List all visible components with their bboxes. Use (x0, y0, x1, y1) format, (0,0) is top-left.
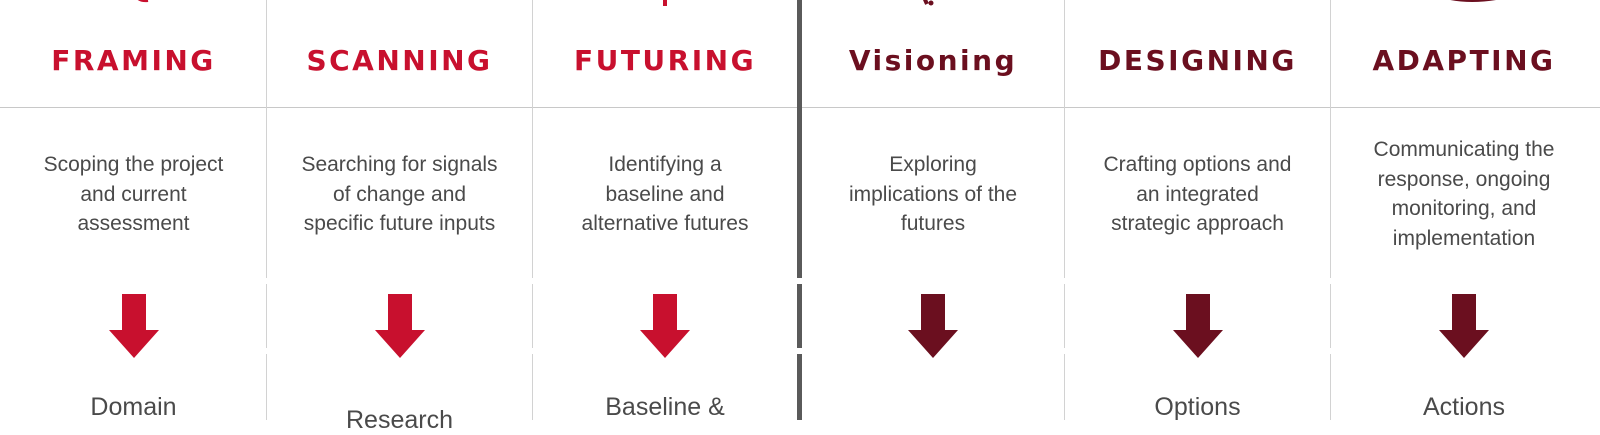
futuring-stub-icon (659, 0, 667, 6)
column-divider (532, 0, 533, 278)
description-line: Searching for signals (301, 153, 498, 176)
description-line: monitoring, and (1391, 197, 1537, 220)
arrow-down-icon (908, 294, 958, 358)
visioning-stub-icon (923, 0, 934, 6)
arrow-down-icon (1172, 294, 1223, 358)
column-divider (266, 0, 267, 278)
description-line: implementation (1392, 226, 1536, 250)
column-divider (1064, 354, 1065, 420)
stage-description: Identifying a baseline and alternative f… (533, 150, 797, 239)
description-line: strategic approach (1111, 212, 1284, 235)
description-line: Communicating the (1373, 138, 1555, 161)
description-line: assessment (77, 212, 190, 235)
description-line: implications of the (848, 182, 1018, 206)
stage-description: Searching for signals of change and spec… (267, 150, 532, 239)
description-line: Identifying a (608, 153, 722, 176)
stage-title: SCANNING (306, 44, 493, 77)
stage-output: Research (346, 406, 453, 434)
description-line: of change and (332, 182, 467, 206)
column-divider (1330, 284, 1331, 348)
stage-visioning: Visioning Exploring implications of the … (802, 0, 1064, 420)
divider-gap (797, 278, 802, 284)
column-divider (266, 284, 267, 348)
stage-title: DESIGNING (1098, 44, 1297, 77)
description-line: specific future inputs (303, 212, 496, 235)
description-line: Exploring (889, 153, 977, 176)
column-divider (532, 284, 533, 348)
phase-divider (797, 0, 802, 420)
stage-title: FRAMING (51, 44, 216, 77)
description-line: and current (80, 182, 187, 206)
framing-stub-icon (137, 0, 148, 3)
adapting-stub-icon (1450, 0, 1497, 3)
column-divider (1330, 354, 1331, 420)
description-line: an integrated (1136, 182, 1259, 206)
column-divider (266, 354, 267, 420)
description-line: response, ongoing (1377, 167, 1551, 191)
stage-title: FUTURING (573, 44, 757, 77)
column-divider (1330, 0, 1331, 278)
stage-futuring: FUTURING Identifying a baseline and alte… (533, 0, 797, 421)
column-divider (1064, 0, 1065, 278)
arrow-down-icon (1439, 294, 1489, 358)
column-divider (532, 354, 533, 420)
description-line: alternative futures (581, 212, 749, 235)
stage-description: Crafting options and an integrated strat… (1065, 150, 1330, 239)
description-line: futures (900, 212, 966, 235)
column-divider (1064, 284, 1065, 348)
arrow-down-icon (108, 294, 159, 358)
description-line: Crafting options and (1103, 153, 1292, 176)
stage-output: Domain (90, 393, 177, 421)
stage-output: Actions (1423, 393, 1505, 421)
stage-scanning: SCANNING Searching for signals of change… (267, 0, 532, 434)
stage-output: Baseline & (605, 393, 725, 421)
stage-framing: FRAMING Scoping the project and current … (0, 0, 267, 421)
stage-description: Exploring implications of the futures (802, 150, 1064, 239)
divider-gap (797, 348, 802, 354)
arrow-down-icon (374, 294, 425, 358)
stage-description: Communicating the response, ongoing moni… (1331, 135, 1597, 253)
stage-description: Scoping the project and current assessme… (0, 150, 267, 239)
stage-adapting: ADAPTING Communicating the response, ong… (1331, 0, 1597, 421)
stage-output: Options (1154, 393, 1241, 421)
stage-designing: DESIGNING Crafting options and an integr… (1065, 0, 1330, 421)
description-line: baseline and (605, 182, 725, 206)
arrow-down-icon (640, 294, 690, 358)
stage-title: ADAPTING (1372, 44, 1556, 77)
stage-title: Visioning (848, 44, 1018, 77)
description-line: Scoping the project (43, 153, 224, 176)
